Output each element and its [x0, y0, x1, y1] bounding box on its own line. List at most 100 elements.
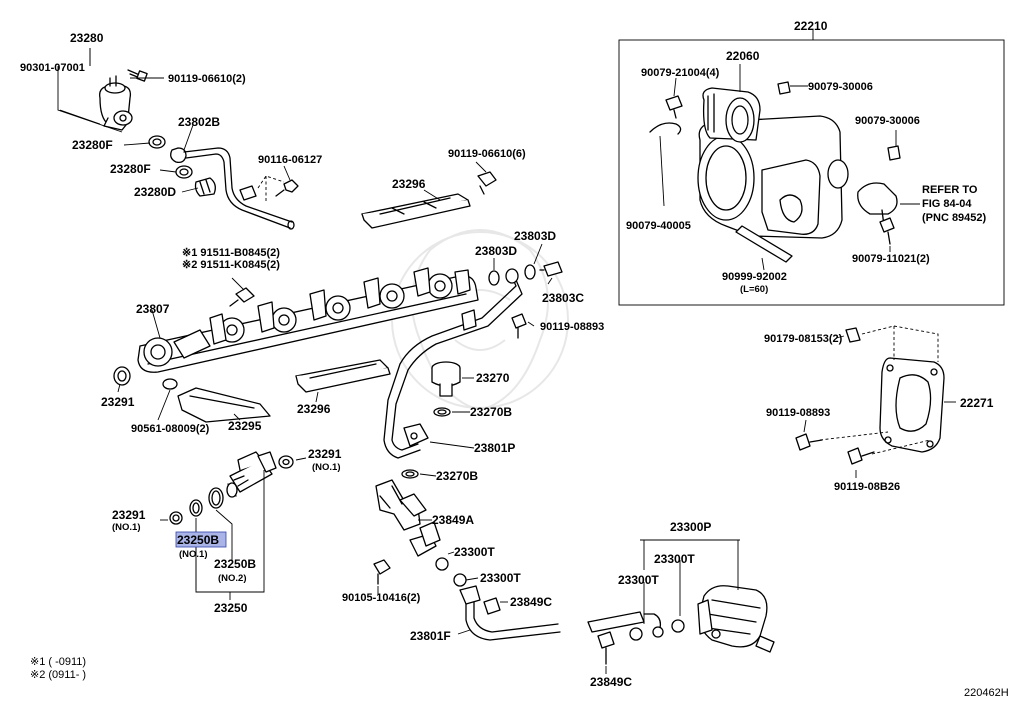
label-90301-07001[interactable]: 90301-07001: [20, 62, 85, 74]
label-90079-11021[interactable]: 90079-11021(2): [852, 253, 930, 265]
label-23270B-a[interactable]: 23270B: [470, 405, 512, 419]
label-90119-06610-2[interactable]: 90119-06610(2): [168, 73, 246, 85]
label-91511-k0845[interactable]: ※2 91511-K0845(2): [182, 259, 280, 271]
nut-90079-30006-b[interactable]: [887, 145, 901, 161]
label-23250[interactable]: 23250: [214, 601, 248, 615]
label-23295[interactable]: 23295: [228, 419, 262, 433]
bolt-90119-08893-right[interactable]: [795, 433, 823, 451]
fuel-rail-23807[interactable]: [137, 267, 479, 373]
label-23300T-b[interactable]: 23300T: [480, 571, 521, 585]
label-90999-92002[interactable]: 90999-92002: [722, 271, 787, 283]
gasket-23280F-a[interactable]: [148, 135, 166, 149]
label-23300T-d[interactable]: 23300T: [618, 573, 659, 587]
gasket-23280F-b[interactable]: [175, 165, 193, 179]
washer-23300T-b[interactable]: [453, 573, 467, 587]
label-90179-08153[interactable]: 90179-08153(2): [764, 333, 843, 345]
label-23849C-a[interactable]: 23849C: [510, 595, 552, 609]
injector-23250[interactable]: [226, 451, 277, 498]
bolt-90105-10416[interactable]: [373, 559, 391, 585]
o-ring-23291-no1-left[interactable]: [169, 511, 183, 525]
label-23803D-a[interactable]: 23803D: [475, 244, 517, 258]
pulsation-damper-23270[interactable]: [431, 361, 461, 397]
label-23803C[interactable]: 23803C: [542, 291, 584, 305]
label-23801P[interactable]: 23801P: [474, 441, 515, 455]
washer-23300T-c[interactable]: [629, 627, 643, 641]
label-23803D-b[interactable]: 23803D: [514, 229, 556, 243]
label-23296-bottom[interactable]: 23296: [297, 402, 331, 416]
label-91511-b0845[interactable]: ※1 91511-B0845(2): [182, 247, 280, 259]
pipe-23300T-line[interactable]: [587, 611, 664, 638]
label-90079-21004[interactable]: 90079-21004(4): [641, 67, 720, 79]
label-90105-10416[interactable]: 90105-10416(2): [342, 592, 421, 604]
label-90079-40005[interactable]: 90079-40005: [626, 220, 691, 232]
o-ring-23291-left[interactable]: [113, 366, 131, 386]
label-23300P[interactable]: 23300P: [670, 520, 711, 534]
label-23296-top[interactable]: 23296: [392, 177, 426, 191]
bolt-90119-06610-mid[interactable]: [477, 171, 497, 195]
label-23280[interactable]: 23280: [70, 31, 104, 45]
label-90079-30006-a[interactable]: 90079-30006: [808, 81, 873, 93]
insulator-23295[interactable]: [177, 387, 271, 423]
bolt-23849C-a[interactable]: [483, 597, 501, 615]
label-23291-no1[interactable]: 23291: [308, 447, 342, 461]
screw-90079-21004[interactable]: [665, 95, 683, 119]
label-23280F-b[interactable]: 23280F: [110, 162, 151, 176]
label-90119-08893-right[interactable]: 90119-08893: [766, 407, 830, 419]
bolt-90119-08B26[interactable]: [847, 447, 875, 465]
label-23300T-a[interactable]: 23300T: [454, 545, 495, 559]
label-90119-06610-6[interactable]: 90119-06610(6): [448, 148, 526, 160]
label-23300T-c[interactable]: 23300T: [654, 552, 695, 566]
label-23280F-a[interactable]: 23280F: [72, 138, 113, 152]
label-23849C-b[interactable]: 23849C: [590, 675, 632, 689]
bolt-91511[interactable]: [229, 287, 255, 307]
label-90116-06127[interactable]: 90116-06127: [258, 154, 322, 166]
o-ring-23250B-no2[interactable]: [208, 487, 224, 509]
washer-23300T-a[interactable]: [435, 557, 449, 571]
bracket-23849A[interactable]: [375, 479, 441, 557]
label-23807[interactable]: 23807: [136, 302, 170, 316]
label-90119-08893-mid[interactable]: 90119-08893: [540, 321, 604, 333]
pin-90999-92002[interactable]: [735, 225, 793, 263]
o-ring-23291-no1-right[interactable]: [278, 455, 294, 469]
label-23802B[interactable]: 23802B: [178, 115, 220, 129]
fuel-filter-23300P[interactable]: [697, 585, 775, 653]
label-22060[interactable]: 22060: [726, 49, 760, 63]
cover-23296-top[interactable]: [361, 193, 471, 229]
label-refer-3[interactable]: (PNC 89452): [922, 212, 987, 224]
washer-23803D-a[interactable]: [488, 270, 500, 286]
label-23291-left2[interactable]: 23291: [112, 508, 146, 522]
clip-90079-40005[interactable]: [649, 122, 682, 135]
bolt-90119-06610-top[interactable]: [127, 69, 148, 82]
label-23801F[interactable]: 23801F: [410, 629, 451, 643]
pipe-23802B[interactable]: [170, 147, 295, 230]
fuel-pipe-23801P[interactable]: [383, 268, 523, 459]
grommet-90561-08009[interactable]: [162, 378, 178, 390]
label-90119-08B26[interactable]: 90119-08B26: [834, 481, 900, 493]
bolt-23849C-b[interactable]: [597, 631, 615, 665]
part-23280-valve[interactable]: [99, 75, 133, 131]
cover-23296-bottom[interactable]: [295, 359, 391, 393]
bolt-23803C[interactable]: [539, 261, 563, 277]
throttle-body-22210[interactable]: [697, 115, 849, 239]
label-23270[interactable]: 23270: [476, 371, 510, 385]
label-23250B-no1[interactable]: 23250B: [177, 533, 219, 547]
washer-23803D-b[interactable]: [524, 264, 536, 280]
o-ring-23270B-b[interactable]: [401, 469, 419, 479]
label-22210[interactable]: 22210: [794, 19, 828, 33]
label-90561-08009[interactable]: 90561-08009(2): [131, 423, 210, 435]
actuator-22060[interactable]: [702, 87, 761, 143]
screw-90079-11021[interactable]: [879, 217, 895, 245]
label-refer-2[interactable]: FIG 84-04: [922, 198, 972, 210]
gasket-22271[interactable]: [879, 357, 945, 453]
label-23270B-b[interactable]: 23270B: [436, 469, 478, 483]
label-90079-30006-b[interactable]: 90079-30006: [855, 115, 920, 127]
nut-90079-30006-a[interactable]: [777, 81, 791, 95]
label-23291-left[interactable]: 23291: [101, 395, 135, 409]
washer-23300T-d[interactable]: [671, 619, 685, 633]
bolt-90179-08153[interactable]: [845, 327, 861, 343]
o-ring-23250B-no1[interactable]: [189, 499, 203, 517]
bolt-90119-08893-mid[interactable]: [511, 313, 527, 339]
bolt-90116-06127[interactable]: [275, 179, 299, 197]
label-23250B-no2[interactable]: 23250B: [214, 557, 256, 571]
label-23280D[interactable]: 23280D: [134, 185, 176, 199]
